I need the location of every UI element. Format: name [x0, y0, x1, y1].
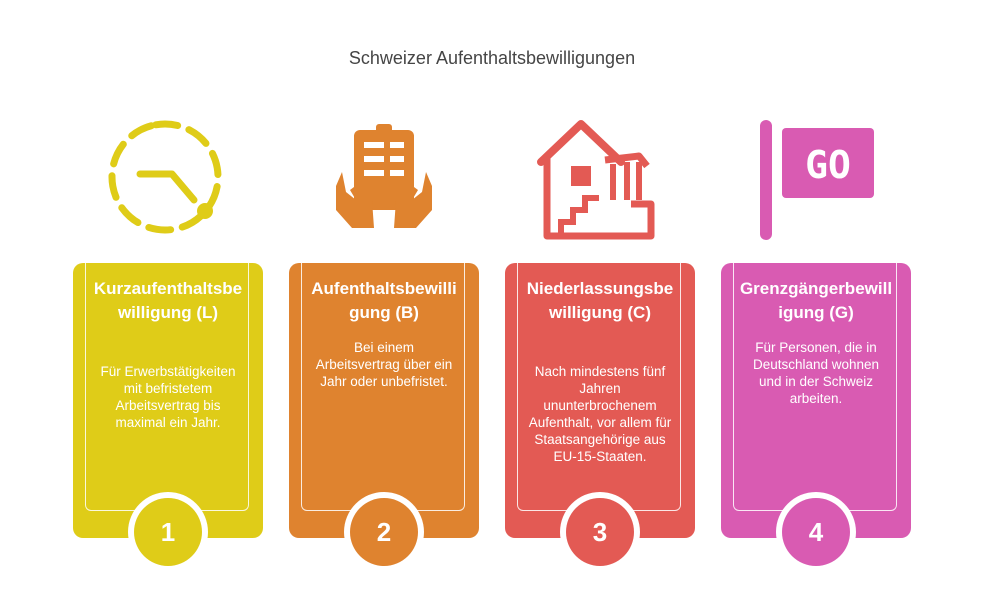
card-heading: Grenzgängerbewilligung (G)	[739, 279, 893, 322]
step-number: 2	[350, 498, 418, 566]
step-badge: 2	[344, 492, 424, 572]
diagram-title: Schweizer Aufenthaltsbewilligungen	[348, 48, 636, 68]
card-grenzgaenger: Grenzgängerbewilligung (G) Für Personen,…	[721, 263, 911, 572]
card-aufenthalt: Aufenthaltsbewilligung (B) Bei einem Arb…	[289, 263, 479, 572]
step-number: 4	[782, 498, 850, 566]
card-heading: Kurzaufenthaltsbewilligung (L)	[93, 279, 243, 322]
card-description: Für Erwerbstätigkeiten mit befristetem A…	[100, 364, 236, 430]
stopwatch-icon	[102, 114, 232, 244]
clipboard-hands-icon	[320, 114, 450, 244]
card-niederlassung: Niederlassungsbewilligung (C) Nach minde…	[505, 263, 695, 572]
step-number: 3	[566, 498, 634, 566]
go-flag-icon: GO	[752, 114, 882, 244]
card-description: Nach mindestens fünf Jahren ununterbroch…	[528, 364, 672, 464]
card-description: Für Personen, die in Deutschland wohnen …	[752, 340, 880, 406]
house-icon	[535, 114, 665, 244]
step-badge: 1	[128, 492, 208, 572]
step-badge: 4	[776, 492, 856, 572]
card-description: Bei einem Arbeitsvertrag über ein Jahr o…	[315, 340, 453, 389]
step-number: 1	[134, 498, 202, 566]
card-heading: Aufenthaltsbewilligung (B)	[311, 279, 457, 322]
card-kurzaufenthalt: Kurzaufenthaltsbewilligung (L) Für Erwer…	[73, 263, 263, 572]
flag-text: GO	[805, 143, 851, 187]
card-heading: Niederlassungsbewilligung (C)	[526, 279, 674, 322]
step-badge: 3	[560, 492, 640, 572]
